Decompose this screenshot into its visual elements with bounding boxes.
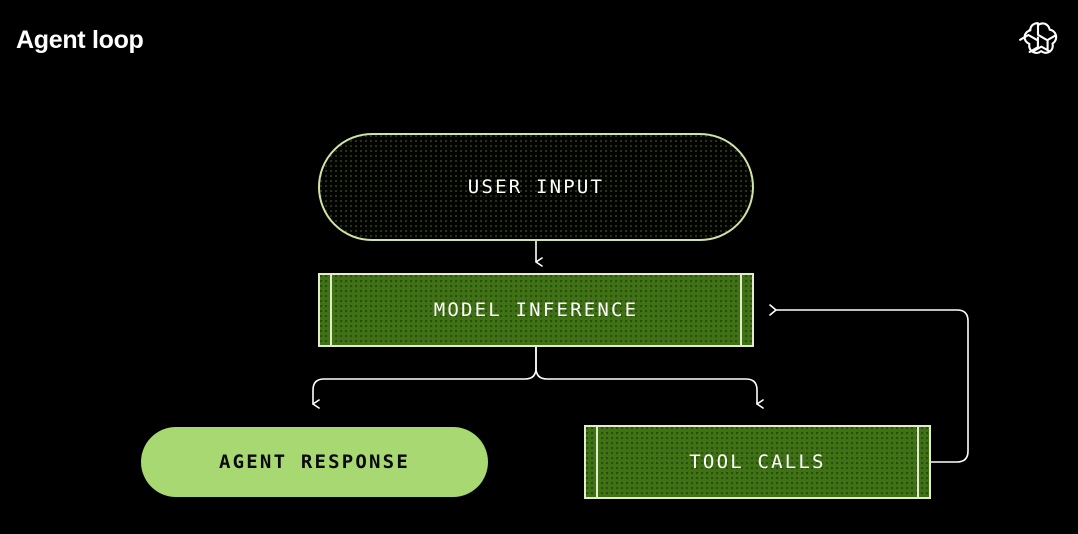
openai-logo-icon xyxy=(1014,16,1062,64)
edge-model-inference-to-agent-response xyxy=(312,346,537,409)
block-rail-right-icon xyxy=(917,427,919,497)
node-user-input-label: USER INPUT xyxy=(467,176,605,198)
block-rail-left-icon xyxy=(596,427,598,497)
node-tool-calls-label: TOOL CALLS xyxy=(689,451,826,473)
block-rail-left-icon xyxy=(330,275,332,345)
node-agent-response-label: AGENT RESPONSE xyxy=(219,451,410,473)
block-rail-right-icon xyxy=(740,275,742,345)
node-tool-calls[interactable]: TOOL CALLS xyxy=(584,425,931,499)
node-model-inference-label: MODEL INFERENCE xyxy=(433,299,639,321)
edge-model-inference-to-tool-calls xyxy=(535,346,764,409)
node-user-input[interactable]: USER INPUT xyxy=(318,133,754,241)
node-agent-response[interactable]: AGENT RESPONSE xyxy=(141,427,488,497)
node-model-inference[interactable]: MODEL INFERENCE xyxy=(318,273,754,347)
page-title: Agent loop xyxy=(16,26,144,54)
